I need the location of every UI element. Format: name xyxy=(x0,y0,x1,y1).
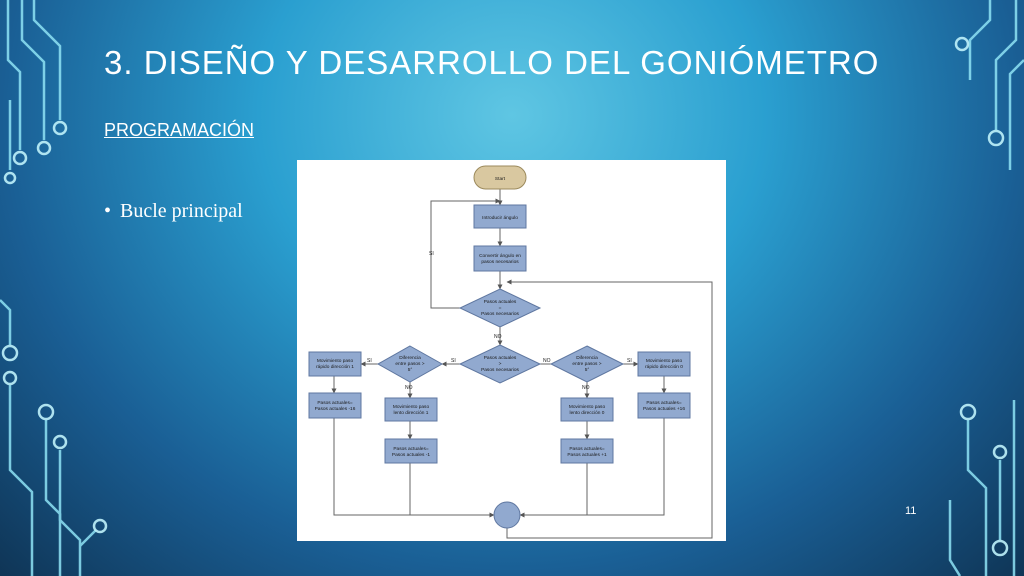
svg-text:Pasos actuales=: Pasos actuales= xyxy=(393,446,429,452)
svg-text:Pasos actuales: Pasos actuales xyxy=(484,355,517,361)
svg-text:rápido dirección 0: rápido dirección 0 xyxy=(645,364,683,370)
label-si-right: SI xyxy=(627,358,632,364)
svg-text:Movimiento paso: Movimiento paso xyxy=(393,404,430,410)
svg-text:entre pasos >: entre pasos > xyxy=(395,361,424,367)
svg-text:Movimiento paso: Movimiento paso xyxy=(646,358,683,364)
svg-text:Pasos actuales=: Pasos actuales= xyxy=(317,400,353,406)
flow-start: Start xyxy=(473,165,527,190)
svg-text:=: = xyxy=(499,306,502,311)
flow-slow-left: Movimiento paso lento dirección 1 xyxy=(384,397,438,422)
svg-text:Convertir ángulo en: Convertir ángulo en xyxy=(479,253,521,259)
svg-text:Pasos necesarios: Pasos necesarios xyxy=(481,311,519,317)
svg-text:Diferencia: Diferencia xyxy=(399,355,421,361)
edge-si-loop xyxy=(430,198,501,309)
label-no-left: NO xyxy=(405,385,413,391)
label-si-left: SI xyxy=(367,358,372,364)
flow-merge-node xyxy=(493,501,521,529)
label-si-loop: SI xyxy=(429,251,434,257)
slide-subtitle: PROGRAMACIÓN xyxy=(104,120,255,140)
svg-text:Pasos actuales=: Pasos actuales= xyxy=(646,400,682,406)
edge-addleft-merge xyxy=(333,418,495,518)
svg-text:rápido dirección 1: rápido dirección 1 xyxy=(316,364,354,370)
edge-merge-loop xyxy=(506,279,713,539)
svg-text:Pasos actuales +1: Pasos actuales +1 xyxy=(567,452,607,458)
flow-fast-left: Movimiento paso rápido dirección 1 xyxy=(308,351,362,377)
svg-text:entre pasos >: entre pasos > xyxy=(572,361,601,367)
slide-title: 3. DISEÑO Y DESARROLLO DEL GONIÓMETRO xyxy=(104,44,880,81)
svg-text:5°: 5° xyxy=(408,367,413,373)
flow-add-slow-right: Pasos actuales= Pasos actuales +1 xyxy=(560,438,614,464)
svg-text:lento dirección 0: lento dirección 0 xyxy=(570,410,605,416)
flow-fast-right: Movimiento paso rápido dirección 0 xyxy=(637,351,691,377)
svg-text:Introducir ángulo: Introducir ángulo xyxy=(482,215,518,221)
flow-decision-top: Pasos actuales = Pasos necesarios xyxy=(458,288,542,328)
svg-text:pasos necesarios: pasos necesarios xyxy=(481,259,519,265)
flow-diff-left: Diferencia entre pasos > 5° xyxy=(376,345,444,383)
svg-text:Pasos necesarios: Pasos necesarios xyxy=(481,367,519,373)
flow-add-fast-right: Pasos actuales= Pasos actuales +16 xyxy=(637,392,691,419)
label-no-top: NO xyxy=(494,334,502,340)
flow-decision-center: Pasos actuales > Pasos necesarios xyxy=(458,344,542,384)
svg-text:>: > xyxy=(499,361,502,367)
svg-text:Pasos actuales -1: Pasos actuales -1 xyxy=(392,452,430,458)
svg-text:5°: 5° xyxy=(585,367,590,373)
bullet-text: Bucle principal xyxy=(120,200,243,222)
svg-text:Pasos actuales -16: Pasos actuales -16 xyxy=(315,406,356,412)
svg-text:lento dirección 1: lento dirección 1 xyxy=(394,410,429,416)
flow-add-fast-left: Pasos actuales= Pasos actuales -16 xyxy=(308,392,362,419)
flow-diff-right: Diferencia entre pasos > 5° xyxy=(549,345,625,383)
bullet-dot: • xyxy=(104,200,112,222)
label-no-center: NO xyxy=(543,358,551,364)
edge-addright-merge xyxy=(519,418,665,518)
flow-add-slow-left: Pasos actuales= Pasos actuales -1 xyxy=(384,438,438,464)
flowchart: Start Introducir ángulo Convertir ángulo… xyxy=(297,160,726,541)
svg-text:Pasos actuales +16: Pasos actuales +16 xyxy=(643,406,685,412)
label-si-center: SI xyxy=(451,358,456,364)
svg-text:Pasos actuales=: Pasos actuales= xyxy=(569,446,605,452)
svg-text:Pasos actuales: Pasos actuales xyxy=(484,299,517,305)
svg-text:Movimiento paso: Movimiento paso xyxy=(569,404,606,410)
flow-convert: Convertir ángulo en pasos necesarios xyxy=(473,245,527,272)
page-number: 11 xyxy=(905,505,917,517)
flow-input-angle: Introducir ángulo xyxy=(473,204,527,229)
label-no-right: NO xyxy=(582,385,590,391)
flow-slow-right: Movimiento paso lento dirección 0 xyxy=(560,397,614,422)
svg-text:Movimiento paso: Movimiento paso xyxy=(317,358,354,364)
bullet-item: • Bucle principal xyxy=(104,200,243,223)
svg-text:Diferencia: Diferencia xyxy=(576,355,598,361)
flow-start-label: Start xyxy=(495,176,506,182)
